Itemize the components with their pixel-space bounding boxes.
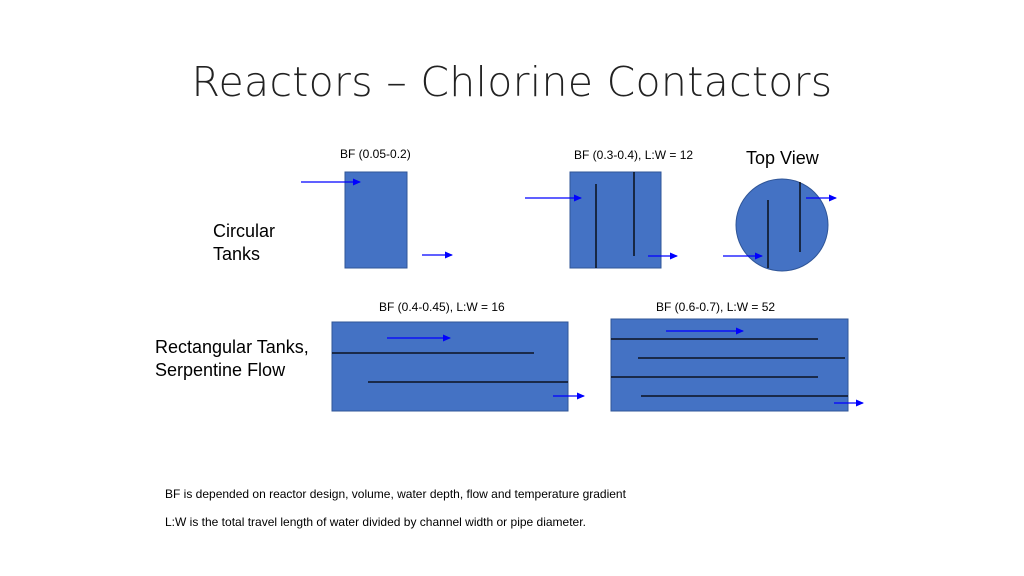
note-lw: L:W is the total travel length of water … [165, 515, 586, 529]
circular-line2: Tanks [213, 244, 261, 264]
bf-rect2-label: BF (0.6-0.7), L:W = 52 [656, 300, 776, 314]
bf-rect1-label: BF (0.4-0.45), L:W = 16 [379, 300, 505, 314]
baffled-tank [525, 171, 678, 269]
bf-square-label: BF (0.05-0.2) [340, 147, 411, 161]
circular-tanks-label: Circular Tanks [213, 220, 275, 266]
bf-baffled-label: BF (0.3-0.4), L:W = 12 [574, 148, 694, 162]
rect-tank-1 [331, 321, 585, 412]
circular-tank [723, 178, 837, 272]
rect-line2: Serpentine Flow [155, 360, 286, 380]
square-tank-body [344, 171, 408, 269]
rect-tank-2-body [610, 318, 849, 412]
rect-line1: Rectangular Tanks, [155, 337, 309, 357]
baffled-tank-body [569, 171, 662, 269]
square-tank [301, 171, 453, 269]
rect-tank-2 [610, 318, 864, 412]
circular-tank-body [735, 178, 829, 272]
rect-tank-1-body [331, 321, 569, 412]
circular-line1: Circular [213, 221, 276, 241]
top-view-label: Top View [746, 148, 819, 168]
page-title: Reactors – Chlorine Contactors [191, 58, 833, 106]
rectangular-tanks-label: Rectangular Tanks, Serpentine Flow [155, 336, 309, 382]
note-bf: BF is depended on reactor design, volume… [165, 487, 626, 501]
